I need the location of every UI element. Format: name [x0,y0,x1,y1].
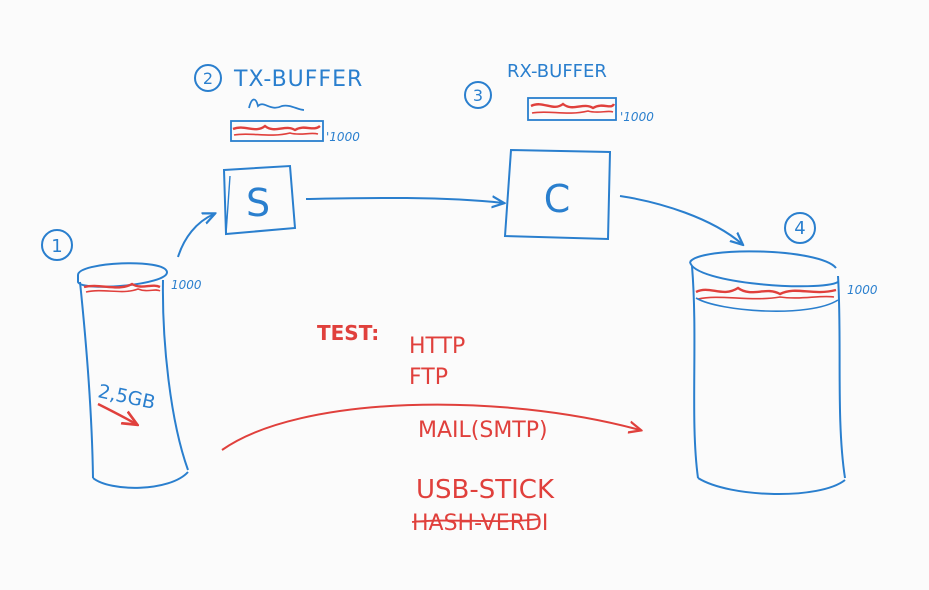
test-heading: TEST: [317,321,379,345]
tx-step-number: 2 [203,69,213,88]
test-item: USB-STICK [416,475,555,505]
hash-strike [411,518,541,523]
destination-step-number: 4 [794,218,805,239]
tx-buffer-bar [230,120,324,142]
rx-buffer-fill [530,102,616,110]
tx-buffer-group: 2 TX-BUFFER '1000 [194,64,363,144]
data-volume-arrow [97,402,136,424]
source-container-size: 1000 [171,278,202,292]
destination-container-size: 1000 [847,283,878,297]
sender-box: S [222,164,297,236]
source-to-sender-arrow [177,214,214,258]
tx-buffer-fill [232,124,321,132]
source-container: 1000 2,5GB [77,262,202,489]
rx-step-number: 3 [473,86,483,105]
test-item: MAIL(SMTP) [418,418,548,443]
test-item: HTTP [409,334,465,359]
client-label: C [544,177,571,221]
source-step-marker: 1 [41,229,73,261]
test-item: FTP [409,365,448,390]
rx-buffer-bar [527,97,617,121]
rx-buffer-size: '1000 [620,110,654,124]
destination-container: 1000 [689,250,878,496]
tx-buffer-size: '1000 [326,130,360,144]
sender-to-client-arrow [305,198,503,203]
tx-buffer-scribble [248,98,305,111]
rx-buffer-group: 3 RX-BUFFER '1000 [464,61,654,124]
tx-buffer-title: TX-BUFFER [233,67,363,92]
rx-buffer-title: RX-BUFFER [507,61,607,82]
client-to-destination-arrow [619,195,742,244]
sender-label: S [246,181,270,225]
test-item: HASH-VERDI [412,511,548,536]
destination-step-marker: 4 [784,212,816,244]
source-step-number: 1 [51,236,62,257]
source-buffer-fill [83,282,161,289]
test-list: TEST: HTTP FTP MAIL(SMTP) USB-STICK HASH… [317,321,555,536]
destination-buffer-fill [695,286,837,296]
transfer-arrow [221,403,640,451]
client-box: C [503,148,612,241]
